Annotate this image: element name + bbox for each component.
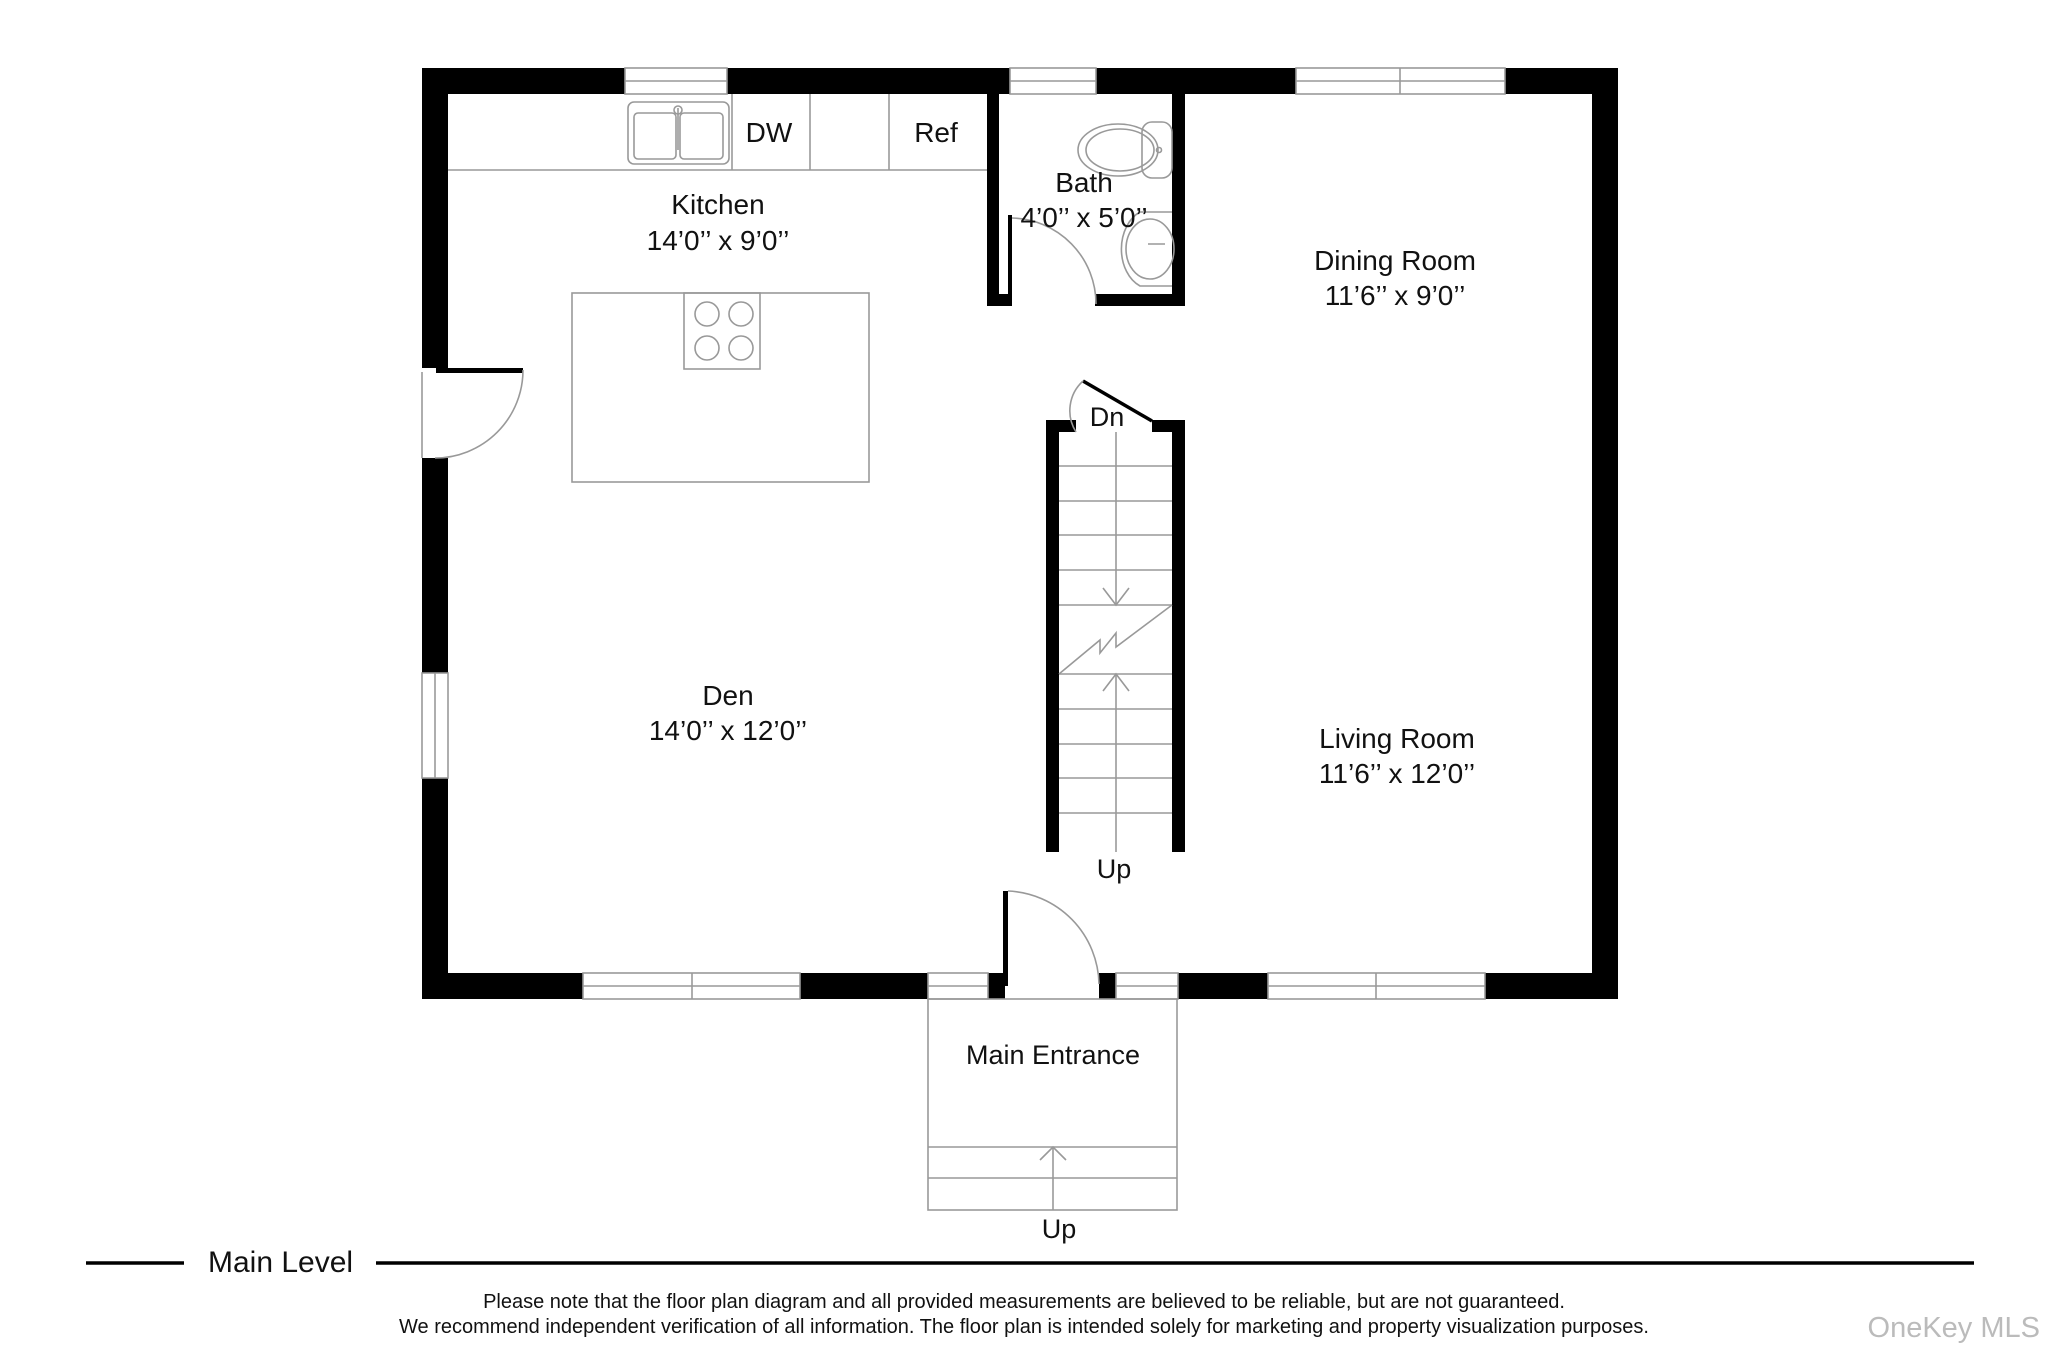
stairs-down-label: Dn [1090, 402, 1125, 432]
windows [421, 67, 1506, 1000]
arrow-up-icon [1039, 1145, 1067, 1161]
stairs-up-label: Up [1097, 854, 1132, 884]
room-main-entrance: Main Entrance [966, 1040, 1140, 1070]
entrance-porch [927, 998, 1178, 1211]
room-size: 11’6’’ x 9’0’’ [1325, 280, 1466, 311]
room-kitchen: Kitchen 14’0’’ x 9’0’’ [647, 189, 790, 256]
room-size: 4’0’’ x 5’0’’ [1020, 202, 1147, 233]
room-name: Kitchen [671, 189, 764, 220]
room-name: Den [702, 680, 753, 711]
room-den: Den 14’0’’ x 12’0’’ [649, 680, 807, 746]
bath-walls [987, 94, 1185, 306]
side-door [421, 368, 524, 459]
level-title: Main Level [208, 1246, 353, 1279]
room-size: 14’0’’ x 9’0’’ [647, 225, 790, 256]
front-door [1003, 890, 1100, 986]
room-size: 11’6’’ x 12’0’’ [1319, 758, 1475, 789]
disclaimer-line-1: Please note that the floor plan diagram … [483, 1291, 1565, 1313]
interior-stairs [1046, 379, 1185, 852]
entrance-up-label: Up [1042, 1214, 1077, 1244]
room-name: Main Entrance [966, 1040, 1140, 1070]
arrow-down-icon [1102, 587, 1130, 607]
room-bath: Bath 4’0’’ x 5’0’’ [1020, 167, 1147, 233]
room-name: Bath [1055, 167, 1113, 198]
exterior-walls [422, 68, 1618, 999]
arrow-up-icon [1102, 672, 1130, 692]
stair-break-icon [1058, 604, 1173, 675]
bath-sink-icon [1120, 211, 1175, 287]
refrigerator-label: Ref [914, 117, 958, 148]
room-name: Living Room [1319, 723, 1475, 754]
room-name: Dining Room [1314, 245, 1476, 276]
watermark: OneKey MLS [1867, 1312, 2040, 1344]
kitchen-island [571, 292, 870, 483]
disclaimer-line-2: We recommend independent verification of… [399, 1316, 1649, 1338]
room-size: 14’0’’ x 12’0’’ [649, 715, 807, 746]
cooktop-icon [683, 292, 761, 370]
sink-icon [627, 101, 730, 165]
room-living: Living Room 11’6’’ x 12’0’’ [1319, 723, 1475, 789]
toilet-icon [1077, 121, 1173, 179]
dishwasher-label: DW [746, 117, 793, 148]
room-dining: Dining Room 11’6’’ x 9’0’’ [1314, 245, 1476, 311]
kitchen-counter [448, 94, 987, 171]
